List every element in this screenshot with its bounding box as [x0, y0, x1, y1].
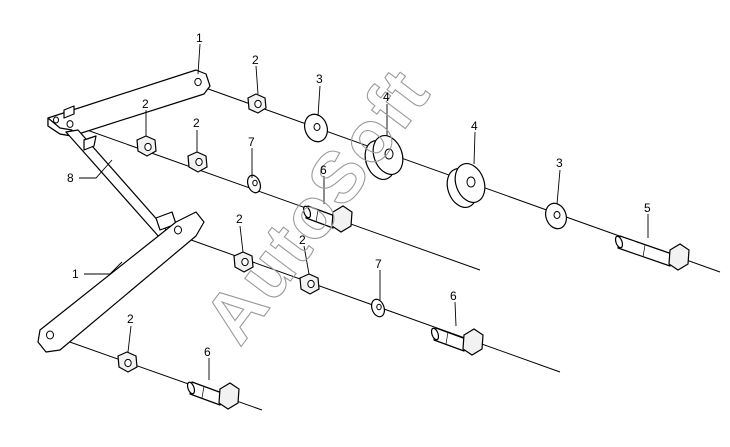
callout-1-bottom: 1 [72, 267, 79, 281]
callout-7-washer-b: 7 [375, 257, 382, 271]
callout-6-bolt-lower: 6 [204, 345, 211, 359]
nut-2-top [247, 93, 267, 114]
callout-4-spacer-a: 4 [383, 90, 390, 104]
nut-2-mid-a [136, 135, 157, 157]
callout-numbers: 1 2 3 4 2 2 4 7 3 6 8 5 2 2 7 1 6 2 6 [67, 31, 651, 359]
spacer-4-b [446, 163, 486, 208]
callout-2-nut-mid-b: 2 [193, 116, 200, 130]
lower-bracket [37, 211, 205, 353]
washer-7-b [370, 298, 386, 318]
callout-2-nut-lower-b: 2 [299, 233, 306, 247]
washer-3-b [545, 202, 567, 230]
callout-2-nut-top: 2 [252, 53, 259, 67]
bolt-5 [614, 235, 690, 271]
upper-bracket [47, 69, 211, 137]
link-bar [65, 129, 177, 239]
callout-2-nut-bottom: 2 [127, 312, 134, 326]
bolt-6-upper [302, 205, 353, 233]
callout-8-link-bar: 8 [67, 171, 74, 185]
spacer-4-a [364, 135, 404, 180]
watermark-text: AutoSoft [189, 54, 445, 358]
bolt-6-middle [430, 327, 484, 356]
washer-7-a [246, 174, 262, 194]
callout-6-bolt-upper: 6 [320, 163, 327, 177]
callout-4-spacer-b: 4 [471, 119, 478, 133]
washer-3-a [304, 113, 328, 143]
nut-2-lower-b [299, 273, 320, 295]
nut-2-bottom [117, 351, 138, 373]
callout-3-washer-a: 3 [316, 72, 323, 86]
bolt-6-lower [186, 381, 240, 410]
callout-5-bolt: 5 [644, 201, 651, 215]
callout-2-nut-lower-a: 2 [236, 212, 243, 226]
callout-6-bolt-middle: 6 [450, 289, 457, 303]
leader-lines [79, 43, 649, 380]
callout-7-washer-a: 7 [248, 135, 255, 149]
callout-3-washer-b: 3 [556, 156, 563, 170]
callout-1-top: 1 [196, 31, 203, 45]
nut-2-mid-b [187, 151, 208, 173]
callout-2-nut-mid-a: 2 [142, 97, 149, 111]
